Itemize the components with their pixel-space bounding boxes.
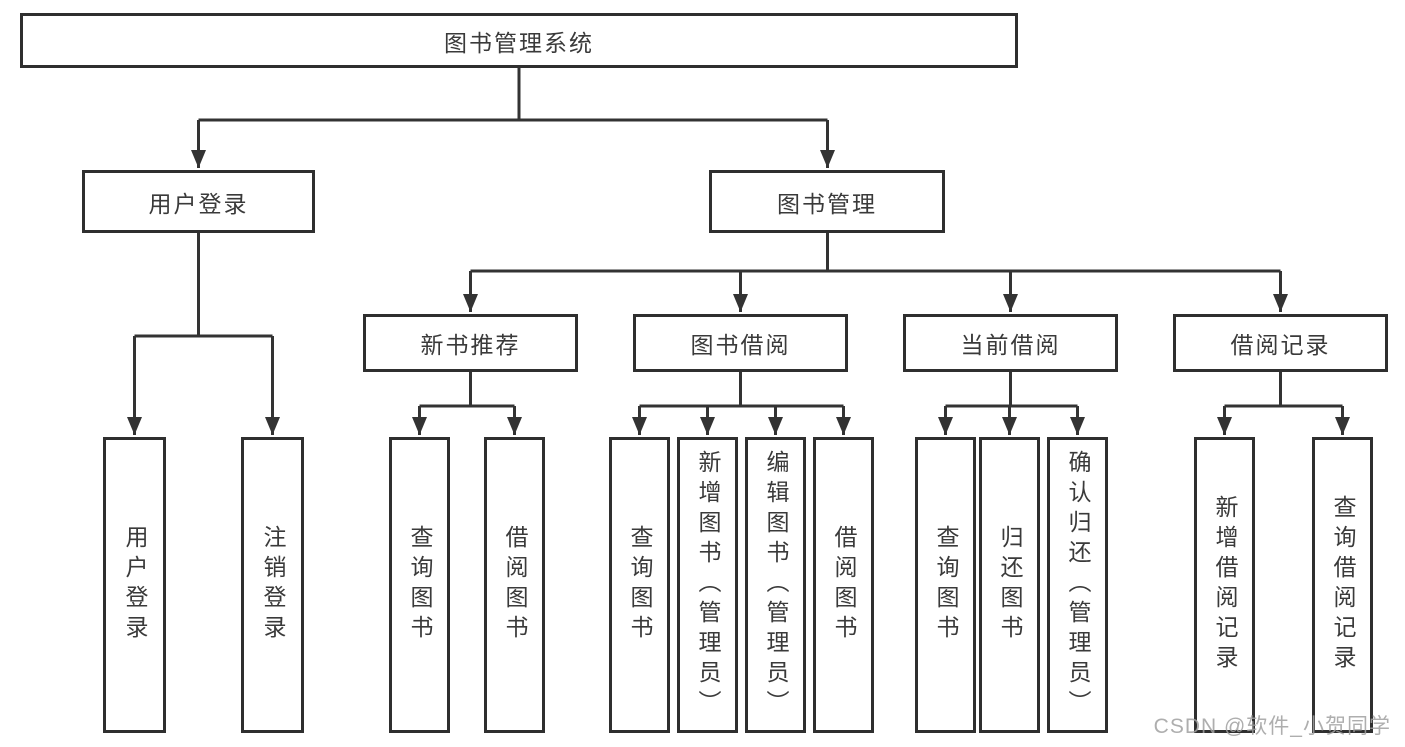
node-user-login-branch-label: 用户登录	[148, 190, 249, 217]
leaf-cb-confirm-return-admin: 确认归还（管理员）	[1047, 437, 1108, 733]
leaf-br-query-record-label: 查询借阅记录	[1330, 495, 1356, 675]
leaf-logout: 注销登录	[241, 437, 304, 733]
node-current-borrowing-label: 当前借阅	[960, 332, 1061, 358]
leaf-bb-add-books-admin-label: 新增图书（管理员）	[695, 450, 721, 720]
leaf-cb-return-books: 归还图书	[979, 437, 1040, 733]
leaf-bb-edit-books-admin: 编辑图书（管理员）	[745, 437, 806, 733]
leaf-bb-query-books: 查询图书	[609, 437, 670, 733]
node-root-label: 图书管理系统	[444, 29, 594, 56]
leaf-bb-borrow-books: 借阅图书	[813, 437, 874, 733]
leaf-cb-query-books: 查询图书	[915, 437, 976, 733]
leaf-br-add-record-label: 新增借阅记录	[1212, 495, 1238, 675]
leaf-nb-borrow-books-label: 借阅图书	[502, 525, 528, 645]
csdn-watermark: CSDN @软件_小贺同学	[1153, 715, 1391, 738]
leaf-br-add-record: 新增借阅记录	[1194, 437, 1255, 733]
leaf-nb-query-books: 查询图书	[389, 437, 450, 733]
node-book-management: 图书管理	[709, 170, 945, 233]
leaf-bb-add-books-admin: 新增图书（管理员）	[677, 437, 738, 733]
leaf-bb-query-books-label: 查询图书	[627, 525, 653, 645]
leaf-bb-borrow-books-label: 借阅图书	[831, 525, 857, 645]
node-user-login-branch: 用户登录	[82, 170, 315, 233]
node-book-management-label: 图书管理	[777, 190, 877, 217]
leaf-cb-confirm-return-admin-label: 确认归还（管理员）	[1065, 450, 1091, 720]
leaf-br-query-record: 查询借阅记录	[1312, 437, 1373, 733]
node-book-borrowing-label: 图书借阅	[690, 332, 791, 358]
leaf-user-login-label: 用户登录	[122, 525, 148, 645]
node-new-book-recommend: 新书推荐	[363, 314, 578, 372]
node-current-borrowing: 当前借阅	[903, 314, 1118, 372]
node-borrowing-records-label: 借阅记录	[1230, 332, 1331, 358]
node-new-book-recommend-label: 新书推荐	[420, 332, 521, 358]
leaf-user-login: 用户登录	[103, 437, 166, 733]
leaf-logout-label: 注销登录	[260, 525, 286, 645]
node-borrowing-records: 借阅记录	[1173, 314, 1388, 372]
leaf-nb-borrow-books: 借阅图书	[484, 437, 545, 733]
node-root: 图书管理系统	[20, 13, 1018, 68]
connector-group	[127, 68, 1350, 435]
leaf-bb-edit-books-admin-label: 编辑图书（管理员）	[763, 450, 789, 720]
leaf-nb-query-books-label: 查询图书	[407, 525, 433, 645]
node-book-borrowing: 图书借阅	[633, 314, 848, 372]
leaf-cb-return-books-label: 归还图书	[997, 525, 1023, 645]
leaf-cb-query-books-label: 查询图书	[933, 525, 959, 645]
